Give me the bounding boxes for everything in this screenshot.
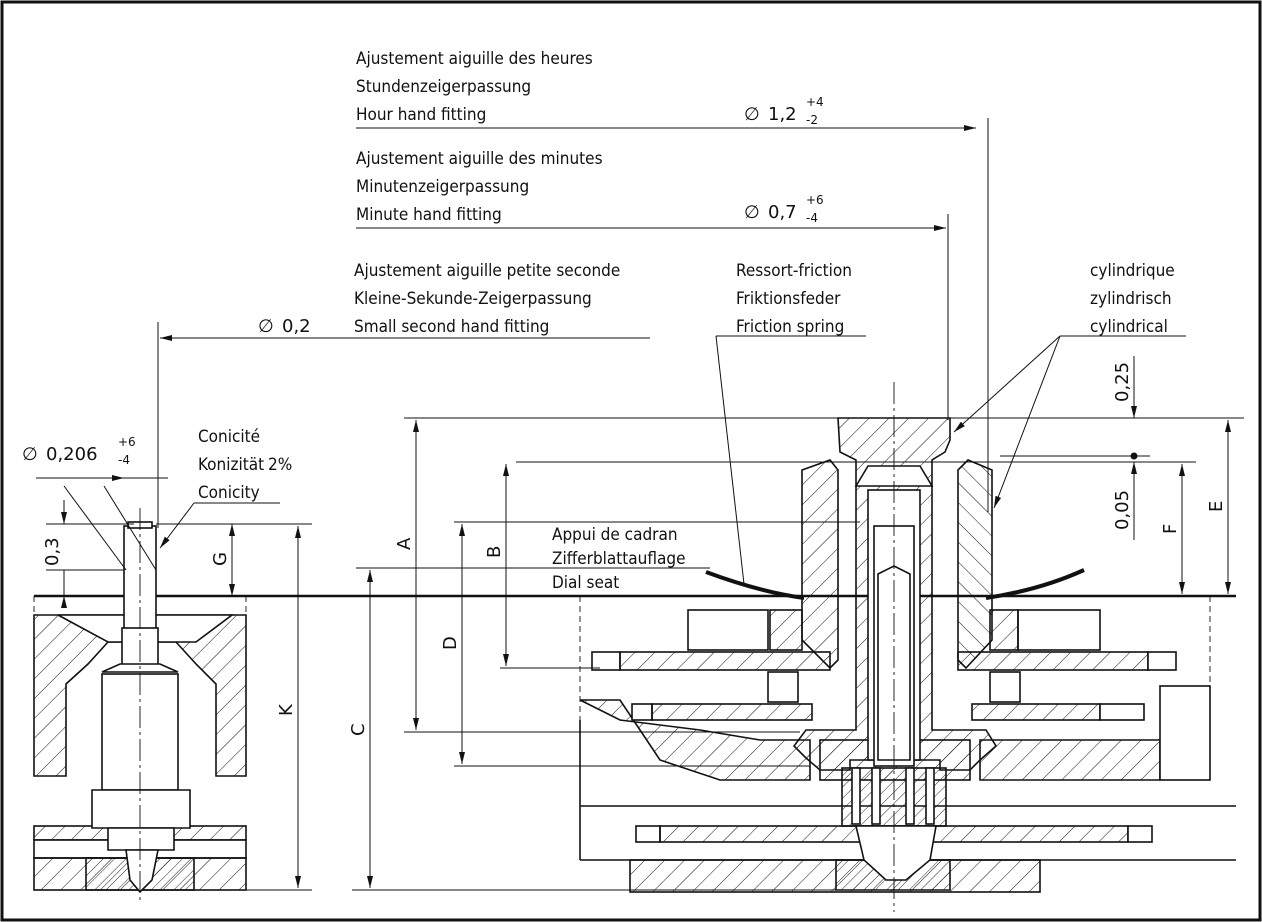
minute-dia-main: 0,7 <box>768 202 797 223</box>
center-section <box>579 382 1236 912</box>
minute-tol-upper: +6 <box>806 193 824 207</box>
dim-step: 0,05 <box>1112 490 1133 530</box>
left-dimensions <box>36 335 650 891</box>
dial-seat-de: Zifferblattauflage <box>552 549 685 569</box>
diameter-symbol-1: ∅ <box>744 104 760 125</box>
small-second-en: Small second hand fitting <box>354 317 549 337</box>
right-dimensions <box>1000 356 1231 594</box>
minute-fitting-en: Minute hand fitting <box>356 205 502 225</box>
friction-spring-en: Friction spring <box>736 317 844 337</box>
hour-fitting-diameter: ∅ 1,2 +4 -2 <box>744 95 824 127</box>
conicity-en: Conicity <box>198 483 260 503</box>
dim-D: D <box>440 636 461 650</box>
conicity-de: Konizität <box>198 455 264 475</box>
dim-K: K <box>276 703 297 716</box>
hour-tol-upper: +4 <box>806 95 824 109</box>
small-second-diameter: ∅ 0,2 <box>258 316 311 337</box>
dim-pivot-height: 0,3 <box>42 537 63 566</box>
small-second-section <box>33 322 247 900</box>
minute-tol-lower: -4 <box>806 211 818 225</box>
small-second-fr: Ajustement aiguille petite seconde <box>354 261 620 281</box>
cylindrical-en: cylindrical <box>1090 317 1168 337</box>
conicity-value: 2% <box>268 455 292 475</box>
pivot-diameter: ∅ 0,206 +6 -4 <box>22 435 136 467</box>
hour-fitting-de: Stundenzeigerpassung <box>356 77 531 97</box>
hour-tol-lower: -2 <box>806 113 818 127</box>
dim-B: B <box>484 546 505 558</box>
hour-fitting-en: Hour hand fitting <box>356 105 486 125</box>
dim-G: G <box>210 552 231 566</box>
dim-C: C <box>348 723 369 736</box>
conicity-fr: Conicité <box>198 427 260 447</box>
friction-spring-fr: Ressort-friction <box>736 261 852 281</box>
dial-seat-en: Dial seat <box>552 573 619 593</box>
minute-fitting-diameter: ∅ 0,7 +6 -4 <box>744 193 824 225</box>
dial-seat-fr: Appui de cadran <box>552 525 678 545</box>
pivot-tol-upper: +6 <box>118 435 136 449</box>
dim-top-gap: 0,25 <box>1112 362 1133 402</box>
dim-E: E <box>1206 501 1227 512</box>
dim-F: F <box>1160 524 1181 534</box>
hour-fitting-fr: Ajustement aiguille des heures <box>356 49 593 69</box>
dim-A: A <box>394 537 415 550</box>
center-dimensions <box>352 118 1244 891</box>
pivot-tol-lower: -4 <box>118 453 130 467</box>
pivot-dia-main: 0,206 <box>46 444 98 465</box>
small-second-dia-main: 0,2 <box>282 316 311 337</box>
cylindrical-de: zylindrisch <box>1090 289 1172 309</box>
friction-spring-de: Friktionsfeder <box>736 289 841 309</box>
diameter-symbol-4: ∅ <box>22 444 38 465</box>
hour-dia-main: 1,2 <box>768 104 797 125</box>
diameter-symbol-2: ∅ <box>744 202 760 223</box>
minute-fitting-fr: Ajustement aiguille des minutes <box>356 149 603 169</box>
small-second-de: Kleine-Sekunde-Zeigerpassung <box>354 289 592 309</box>
minute-fitting-de: Minutenzeigerpassung <box>356 177 529 197</box>
diameter-symbol-3: ∅ <box>258 316 274 337</box>
cylindrical-fr: cylindrique <box>1090 261 1175 281</box>
